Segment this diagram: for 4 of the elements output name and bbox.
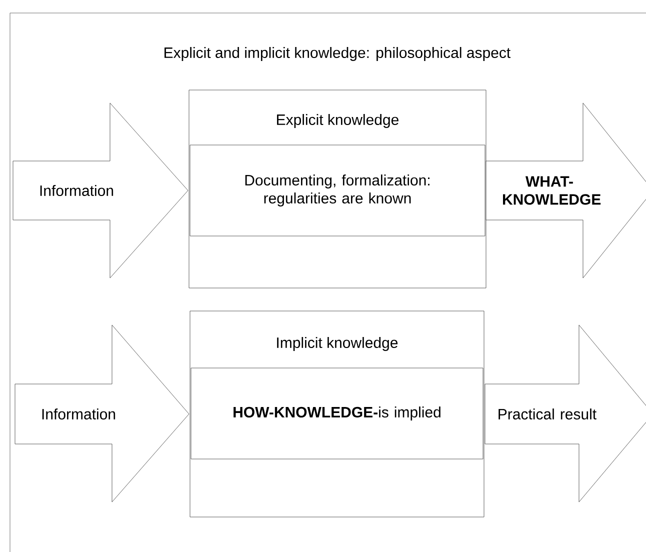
box: Documenting, formalization: regularities are known [190, 144, 486, 236]
box: HOW-KNOWLEDGE-is implied [190, 368, 484, 460]
title: Explicit and implicit knowledge: philosophical aspect [164, 47, 510, 61]
node-label: WHAT-KNOWLEDGE [503, 176, 601, 205]
